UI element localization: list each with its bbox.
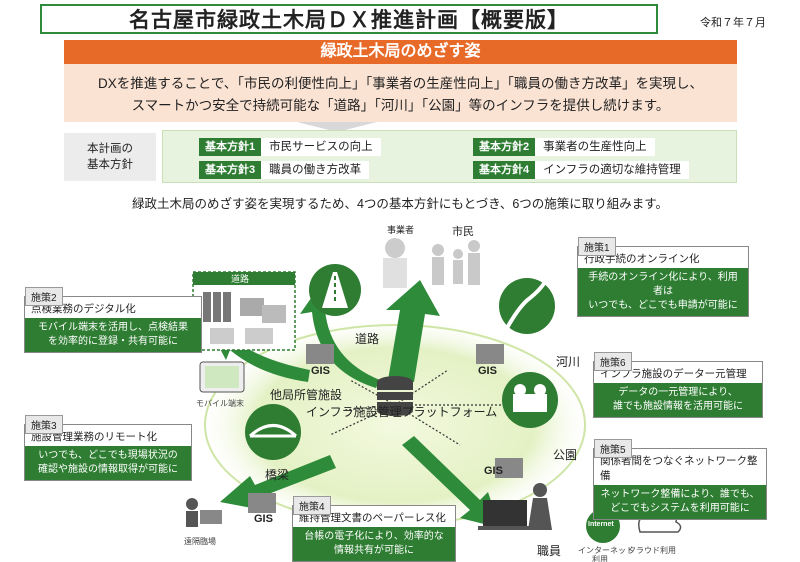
- measure-title: 点検業務のデジタル化: [25, 297, 201, 318]
- internet-badge: Internet: [588, 521, 614, 528]
- policy-1: 基本方針1 市民サービスの向上: [199, 138, 399, 156]
- business-label: 事業者: [387, 225, 415, 235]
- vision-line-2: スマートかつ安全で持続可能な「道路」「河川」「公園」等のインフラを提供し続けます…: [131, 98, 670, 113]
- measure-5: 施策5 関係者間をつなぐネットワーク整備 ネットワーク整備により、誰でも、どこで…: [593, 439, 767, 520]
- arrow-to-staff-icon: [402, 436, 500, 528]
- gis-label: GIS: [478, 365, 497, 377]
- policy-box: 基本方針1 市民サービスの向上 基本方針2 事業者の生産性向上 基本方針3 職員…: [162, 130, 737, 183]
- diagram-graphics: [186, 238, 682, 543]
- measure-title: 行政手続のオンライン化: [578, 247, 748, 268]
- title-bar: 名古屋市緑政土木局ＤＸ推進計画【概要版】: [40, 4, 658, 34]
- policy-text: 職員の働き方改革: [261, 161, 370, 179]
- measure-title: インフラ施設のデーター元管理: [594, 362, 762, 383]
- measure-2: 施策2 点検業務のデジタル化 モバイル端末を活用し、点検結果を効率的に登録・共有…: [24, 287, 202, 353]
- policy-text: インフラの適切な維持管理: [535, 161, 689, 179]
- policy-badge: 基本方針4: [473, 161, 536, 179]
- staff-icon: [528, 483, 552, 530]
- measure-4: 施策4 維持管理文書のペーパーレス化 台帳の電子化により、効率的な情報共有が可能…: [292, 496, 456, 562]
- policy-label-line-1: 本計画の: [87, 143, 133, 155]
- mobile-label: モバイル端末: [196, 399, 244, 408]
- staff-label: 職員: [537, 544, 562, 558]
- measure-title: 施設管理業務のリモート化: [25, 425, 191, 446]
- other-facilities-label: 他局所管施設: [270, 388, 343, 402]
- policy-4: 基本方針4 インフラの適切な維持管理: [473, 161, 698, 179]
- measure-desc: いつでも、どこでも現場状況の確認や施設の情報取得が可能に: [25, 446, 191, 480]
- policy-text: 市民サービスの向上: [261, 138, 381, 156]
- vision-body: DXを推進することで、「市民の利便性向上」「事業者の生産性向上」「職員の働き方改…: [64, 64, 737, 122]
- measure-desc: データの一元管理により、誰でも施設情報を活用可能に: [594, 383, 762, 417]
- internet-label: インターネット: [578, 546, 634, 555]
- citizen-label: 市民: [452, 226, 474, 238]
- business-worker-icon: [383, 238, 407, 288]
- road-label: 道路: [355, 332, 380, 346]
- subtitle: 緑政土木局のめざす姿を実現するため、4つの基本方針にもとづき、6つの施策に取り組…: [131, 197, 669, 211]
- gis-map-icon: [248, 344, 523, 513]
- arrow-to-citizen-icon: [386, 280, 440, 382]
- vision-line-1: DXを推進することで、「市民の利便性向上」「事業者の生産性向上」「職員の働き方改…: [97, 76, 704, 91]
- policy-label: 本計画の 基本方針: [64, 133, 156, 181]
- measure-title: 維持管理文書のペーパーレス化: [293, 506, 455, 527]
- measure-3: 施策3 施設管理業務のリモート化 いつでも、どこでも現場状況の確認や施設の情報取…: [24, 415, 192, 481]
- measure-desc: モバイル端末を活用し、点検結果を効率的に登録・共有可能に: [25, 318, 201, 352]
- gis-label: GIS: [311, 365, 330, 377]
- measure-1: 施策1 行政手続のオンライン化 手続のオンライン化により、利用者はいつでも、どこ…: [577, 237, 749, 317]
- measure-tag: 施策6: [594, 352, 632, 371]
- date: 令和７年７月: [700, 17, 766, 29]
- measure-desc: 台帳の電子化により、効率的な情報共有が可能に: [293, 527, 455, 561]
- measure-tag: 施策2: [25, 287, 63, 306]
- policy-badge: 基本方針2: [473, 138, 536, 156]
- policy-label-line-2: 基本方針: [87, 159, 133, 171]
- policy-3: 基本方針3 職員の働き方改革: [199, 161, 399, 179]
- internet-label-2: 利用: [592, 555, 608, 562]
- down-arrow-icon: [297, 122, 377, 132]
- citizens-icon: [432, 240, 480, 285]
- measure-desc: ネットワーク整備により、誰でも、どこでもシステムを利用可能に: [594, 485, 766, 519]
- measure-desc: 手続のオンライン化により、利用者はいつでも、どこでも申請が可能に: [578, 268, 748, 316]
- gis-label: GIS: [254, 513, 273, 525]
- policy-text: 事業者の生産性向上: [535, 138, 655, 156]
- platform-label: インフラ施設管理プラットフォーム: [306, 405, 498, 419]
- measure-tag: 施策1: [578, 237, 616, 256]
- river-label: 河川: [556, 355, 581, 369]
- policy-badge: 基本方針1: [199, 138, 262, 156]
- bridge-circle-icon: [245, 404, 301, 460]
- vision-panel: 緑政土木局のめざす姿 DXを推進することで、「市民の利便性向上」「事業者の生産性…: [64, 40, 737, 122]
- bridge-label: 橋梁: [265, 468, 290, 482]
- measure-title: 関係者間をつなぐネットワーク整備: [594, 449, 766, 485]
- measure-6: 施策6 インフラ施設のデーター元管理 データの一元管理により、誰でも施設情報を活…: [593, 352, 763, 418]
- policy-2: 基本方針2 事業者の生産性向上: [473, 138, 698, 156]
- remote-meeting-icon: [186, 498, 222, 527]
- arrow-to-road-icon: [300, 288, 380, 388]
- cloud-label: クラウド利用: [628, 546, 676, 555]
- policy-badge: 基本方針3: [199, 161, 262, 179]
- documents-icon: [203, 292, 286, 344]
- database-icon: [377, 376, 413, 416]
- platform-diagram: インフラ施設管理プラットフォーム 道路 道路 河川 公園 橋梁 他局所管施設 事…: [0, 210, 800, 562]
- remote-label: 遠隔臨場: [184, 537, 216, 546]
- gis-label: GIS: [484, 465, 503, 477]
- vision-heading: 緑政土木局のめざす姿: [64, 40, 737, 64]
- measure-tag: 施策3: [25, 415, 63, 434]
- laptop-icon: [483, 500, 527, 526]
- page-title: 名古屋市緑政土木局ＤＸ推進計画【概要版】: [129, 9, 569, 32]
- measure-tag: 施策4: [293, 496, 331, 515]
- park-label: 公園: [553, 448, 578, 462]
- road-box-label: 道路: [231, 274, 250, 284]
- measure-tag: 施策5: [594, 439, 632, 458]
